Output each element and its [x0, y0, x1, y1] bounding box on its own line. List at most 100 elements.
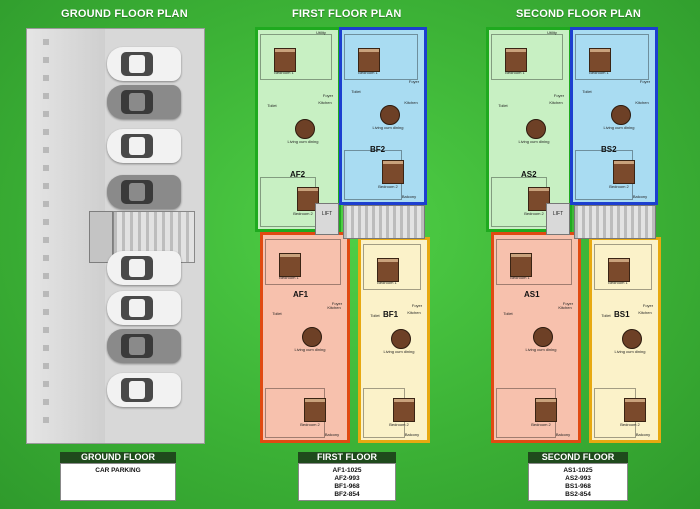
unit-name: AS2: [521, 170, 537, 179]
floor-tile: [43, 39, 49, 45]
room-partition: [363, 244, 421, 290]
ground-entry-0: CAR PARKING: [95, 467, 141, 474]
label-bedroom-1: Bedroom 1: [510, 275, 530, 280]
label-living: Living cum dining: [525, 346, 557, 352]
label-bedroom-2: Bedroom 2: [389, 422, 409, 427]
floor-tile: [43, 165, 49, 171]
bed-icon: [510, 253, 532, 277]
label-foyer: Foyer: [411, 303, 423, 308]
dining-table-icon: [622, 329, 642, 349]
floor-tile: [43, 129, 49, 135]
bed-icon: [279, 253, 301, 277]
floor-tile: [43, 57, 49, 63]
lift-box: LIFT: [546, 203, 570, 235]
bed-icon: [608, 258, 630, 282]
label-kitchen: Kitchen: [558, 305, 572, 310]
second-floor-header: SECOND FLOOR: [528, 452, 628, 463]
second-entry-3: BS2-854: [565, 491, 591, 498]
car-roof: [129, 299, 145, 317]
parked-car: [107, 373, 181, 407]
label-balcony: Balcony: [635, 432, 651, 437]
label-foyer: Foyer: [639, 79, 651, 84]
car-roof: [129, 137, 145, 155]
first-floor-header: FIRST FLOOR: [298, 452, 396, 463]
label-kitchen: Kitchen: [638, 310, 652, 315]
label-bedroom-1: Bedroom 1: [589, 70, 609, 75]
label-foyer: Foyer: [642, 303, 654, 308]
floor-tile: [43, 147, 49, 153]
label-bedroom-2: Bedroom 2: [293, 211, 313, 216]
floor-tile: [43, 345, 49, 351]
label-bedroom-1: Bedroom 1: [505, 70, 525, 75]
floor-tile: [43, 363, 49, 369]
unit-name: BF2: [370, 145, 386, 154]
unit-name: AF1: [293, 290, 309, 299]
ground-floor-legend: CAR PARKING: [60, 463, 176, 501]
floor-tile: [43, 399, 49, 405]
label-living: Living cum dining: [294, 346, 326, 352]
room-partition: [491, 34, 563, 80]
bed-icon: [589, 48, 611, 72]
label-toilet: Toilet: [582, 89, 592, 94]
second-entry-0: AS1-1025: [563, 467, 593, 474]
unit-name: AF2: [290, 170, 306, 179]
unit-name: BS2: [601, 145, 617, 154]
label-kitchen: Kitchen: [327, 305, 341, 310]
label-toilet: Toilet: [601, 313, 611, 318]
dining-table-icon: [391, 329, 411, 349]
room-partition: [496, 239, 572, 285]
floor-tile: [43, 273, 49, 279]
label-kitchen: Kitchen: [549, 100, 563, 105]
floor-tile: [43, 381, 49, 387]
label-toilet: Toilet: [272, 310, 282, 316]
floor-tile: [43, 219, 49, 225]
car-roof: [129, 55, 145, 73]
label-utility: Utility: [547, 30, 557, 35]
label-living: Living cum dining: [614, 349, 646, 354]
car-roof: [129, 259, 145, 277]
first-entry-0: AF1-1025: [332, 467, 362, 474]
floor-tile: [43, 183, 49, 189]
unit-name: AS1: [524, 290, 540, 299]
parked-car: [107, 85, 181, 119]
label-balcony: Balcony: [555, 432, 571, 437]
label-balcony: Balcony: [632, 194, 648, 199]
label-foyer: Foyer: [331, 300, 343, 306]
label-foyer: Foyer: [408, 79, 420, 84]
room-partition: [265, 239, 341, 285]
room-partition: [575, 34, 649, 80]
label-balcony: Balcony: [401, 194, 417, 199]
second-floor-plan-title: SECOND FLOOR PLAN: [516, 8, 642, 20]
car-roof: [129, 183, 145, 201]
parked-car: [107, 329, 181, 363]
label-foyer: Foyer: [322, 92, 334, 98]
first-entry-3: BF2-854: [334, 491, 360, 498]
bed-icon: [358, 48, 380, 72]
dining-table-icon: [380, 105, 400, 125]
second-floor-legend: AS1-1025 AS2-993 BS1-968 BS2-854: [528, 463, 628, 501]
ground-staircase: [113, 211, 195, 263]
label-bedroom-2: Bedroom 2: [524, 211, 544, 216]
label-toilet: Toilet: [267, 102, 277, 108]
label-bedroom-1: Bedroom 1: [377, 280, 397, 285]
lift-box: LIFT: [315, 203, 339, 235]
label-foyer: Foyer: [553, 92, 565, 98]
floor-tile: [43, 75, 49, 81]
second-floor-plan: Bedroom 1 Bedroom 2 Living cum dining Kitch…: [486, 27, 661, 443]
floor-tile: [43, 237, 49, 243]
parked-car: [107, 129, 181, 163]
label-bedroom-1: Bedroom 1: [274, 70, 294, 75]
unit-name: BF1: [383, 310, 399, 319]
floor-tile: [43, 291, 49, 297]
dining-table-icon: [295, 118, 315, 139]
car-roof: [129, 381, 145, 399]
label-bedroom-2: Bedroom 2: [609, 184, 629, 189]
label-living: Living cum dining: [383, 349, 415, 354]
ground-floor-header: GROUND FLOOR: [60, 452, 176, 463]
ground-lift: [89, 211, 113, 263]
bed-icon: [274, 48, 296, 72]
bed-icon: [393, 398, 415, 422]
